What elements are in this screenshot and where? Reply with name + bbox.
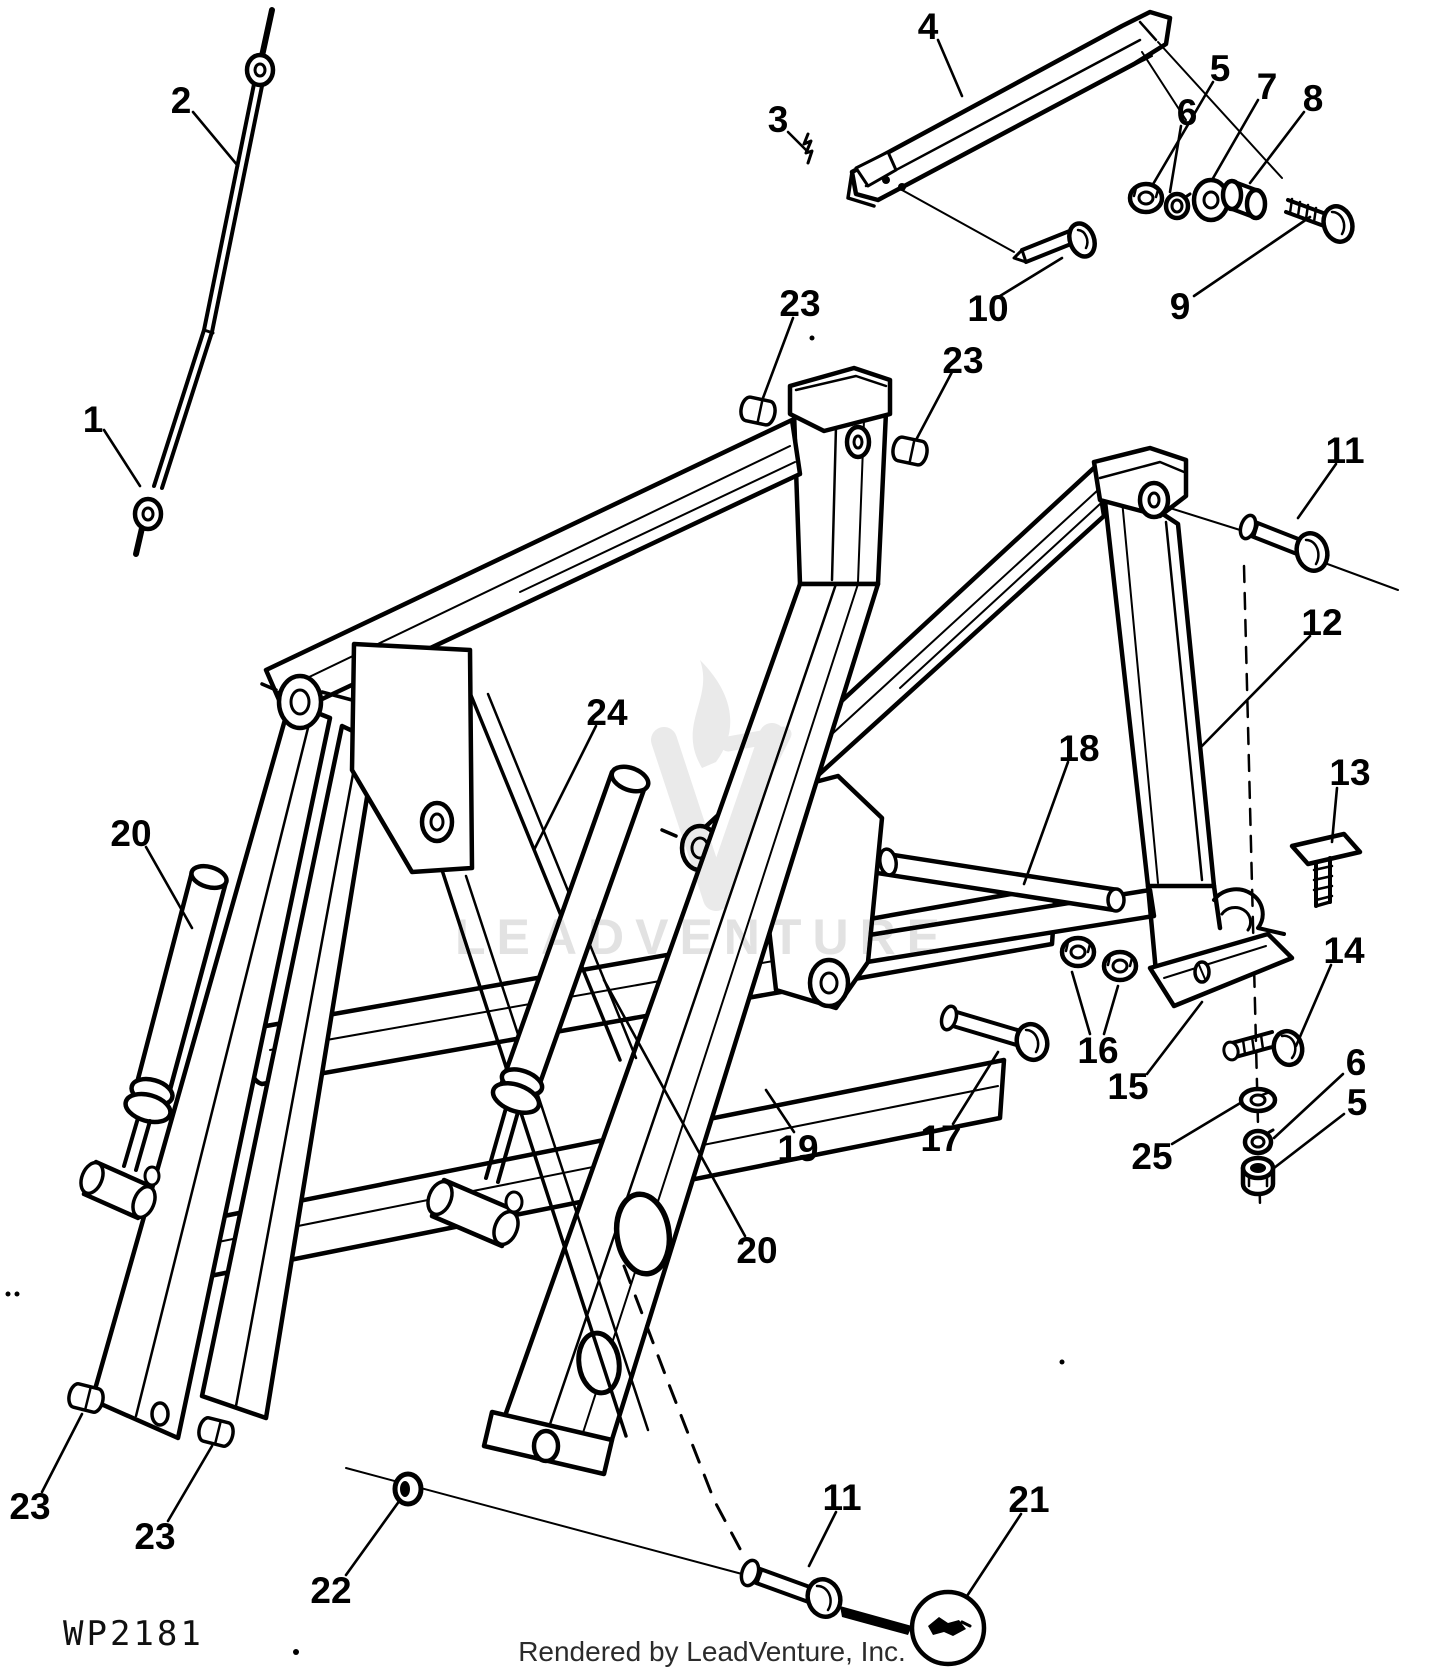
pivot-pin-lower xyxy=(345,1467,912,1635)
spacer-bushing xyxy=(1220,178,1268,221)
callout-8: 8 xyxy=(1303,78,1324,119)
left-mast-column xyxy=(791,409,889,587)
left-boom-arm xyxy=(263,417,803,719)
grease-fitting-circle xyxy=(909,1589,987,1667)
pivot-pin-upper xyxy=(1169,507,1399,591)
callout-23b: 23 xyxy=(942,340,983,381)
callout-10: 10 xyxy=(967,288,1008,329)
callout-20b: 20 xyxy=(736,1230,777,1271)
left-lift-cylinder xyxy=(79,863,229,1221)
channel-bracket xyxy=(846,9,1173,208)
hex-nut-top xyxy=(1127,181,1165,215)
plug-cap-3 xyxy=(67,1382,105,1414)
render-credit: Rendered by LeadVenture, Inc. xyxy=(518,1636,906,1667)
callout-12: 12 xyxy=(1301,602,1342,643)
grommet-cap xyxy=(392,1471,424,1507)
stray-marks xyxy=(5,335,1065,1655)
callout-4: 4 xyxy=(918,6,939,47)
right-mast xyxy=(1091,445,1217,889)
lock-washer-lower xyxy=(1242,1128,1275,1156)
latch-bolt xyxy=(1222,1028,1305,1068)
cotter-pin xyxy=(802,132,814,165)
exploded-axis-lines xyxy=(901,41,1283,253)
tee-bolt xyxy=(1289,831,1363,908)
jam-nuts xyxy=(1059,935,1139,983)
hex-bolt-top xyxy=(1284,197,1355,244)
callout-6b: 6 xyxy=(1346,1042,1367,1083)
callout-22: 22 xyxy=(310,1570,351,1611)
mast-latch-hook xyxy=(1145,883,1295,1009)
left-mast-cap xyxy=(787,365,893,434)
attachment-pin xyxy=(939,1004,1050,1063)
inner-lift-cylinder xyxy=(426,764,651,1249)
callout-25: 25 xyxy=(1131,1136,1172,1177)
callout-21: 21 xyxy=(1008,1479,1049,1520)
callout-15: 15 xyxy=(1107,1066,1148,1107)
left-pivot-plate xyxy=(260,641,475,875)
flat-washer-lower xyxy=(1238,1086,1278,1114)
callout-5: 5 xyxy=(1210,48,1231,89)
callout-20a: 20 xyxy=(110,813,151,854)
callout-1: 1 xyxy=(83,399,104,440)
callout-11b: 11 xyxy=(822,1477,861,1518)
callout-16: 16 xyxy=(1077,1030,1118,1071)
part-code: WP2181 xyxy=(63,1614,204,1654)
plug-cap-1 xyxy=(739,395,777,427)
callout-14: 14 xyxy=(1323,930,1365,971)
callout-2: 2 xyxy=(171,80,192,121)
tilt-rod xyxy=(132,7,276,557)
callout-11a: 11 xyxy=(1325,430,1364,471)
callout-23d: 23 xyxy=(134,1516,175,1557)
clevis-pin-small xyxy=(1012,221,1097,264)
plug-cap-4 xyxy=(197,1416,235,1448)
callout-18: 18 xyxy=(1058,728,1099,769)
callout-13: 13 xyxy=(1329,752,1370,793)
lock-washer-top xyxy=(1163,191,1192,221)
callout-6: 6 xyxy=(1177,92,1198,133)
callout-23a: 23 xyxy=(779,283,820,324)
callout-23c: 23 xyxy=(9,1486,50,1527)
left-boom-pivot-hub xyxy=(276,673,324,731)
diagonal-braces xyxy=(440,686,650,1438)
callout-17: 17 xyxy=(920,1118,961,1159)
callout-5b: 5 xyxy=(1347,1082,1368,1123)
leader-lines xyxy=(40,38,1346,1598)
callout-24: 24 xyxy=(586,692,628,733)
callout-19: 19 xyxy=(777,1128,818,1169)
callout-3: 3 xyxy=(768,99,789,140)
callout-9: 9 xyxy=(1170,286,1191,327)
callout-7: 7 xyxy=(1257,66,1278,107)
rod-end-eyelet xyxy=(132,496,164,532)
hex-nut-lower xyxy=(1240,1155,1276,1197)
plug-cap-2 xyxy=(891,435,929,467)
